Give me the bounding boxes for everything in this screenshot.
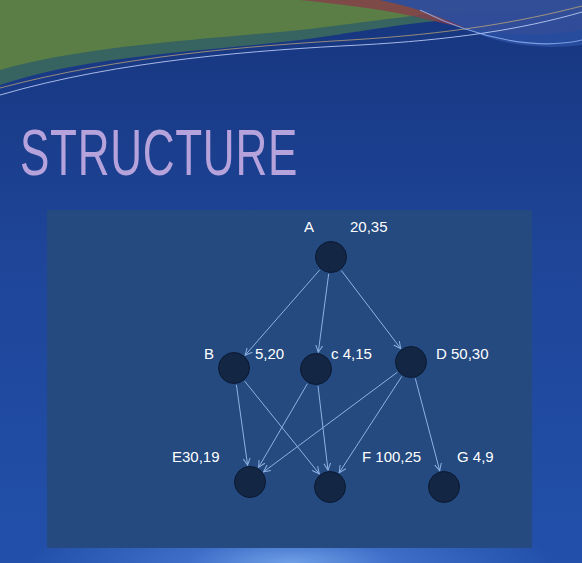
node-label: F 100,25 bbox=[362, 448, 421, 466]
node-label: B bbox=[204, 345, 214, 363]
node-circle: E30,19 bbox=[234, 466, 266, 498]
arrow-connector bbox=[236, 385, 247, 465]
circle-shape bbox=[300, 353, 332, 385]
node-circle: c 4,15 bbox=[300, 353, 332, 385]
slide-title: STRUCTURE bbox=[20, 118, 298, 188]
node-value: 20,35 bbox=[350, 218, 388, 236]
node-circle: D 50,30 bbox=[395, 346, 427, 378]
node-label: D 50,30 bbox=[436, 345, 489, 363]
arrow-connector bbox=[245, 270, 320, 355]
circle-shape bbox=[218, 352, 250, 384]
node-label: A bbox=[304, 218, 314, 236]
circle-shape bbox=[234, 466, 266, 498]
node-circle: F 100,25 bbox=[314, 471, 346, 503]
node-circle: G 4,9 bbox=[428, 471, 460, 503]
node-label: G 4,9 bbox=[457, 448, 494, 466]
circle-shape bbox=[314, 471, 346, 503]
node-label: c 4,15 bbox=[331, 345, 372, 363]
arrow-connector bbox=[318, 274, 328, 352]
arrow-connector bbox=[341, 271, 400, 349]
circle-shape bbox=[395, 346, 427, 378]
node-circle: B5,20 bbox=[218, 352, 250, 384]
node-label: E30,19 bbox=[172, 448, 220, 466]
node-circle: A20,35 bbox=[315, 241, 347, 273]
node-value: 5,20 bbox=[255, 345, 284, 363]
diagram-panel bbox=[47, 210, 532, 548]
arrow-connector bbox=[245, 381, 320, 474]
arrow-connector bbox=[259, 384, 308, 468]
header-swoosh bbox=[0, 0, 582, 110]
circle-shape bbox=[428, 471, 460, 503]
circle-shape bbox=[315, 241, 347, 273]
